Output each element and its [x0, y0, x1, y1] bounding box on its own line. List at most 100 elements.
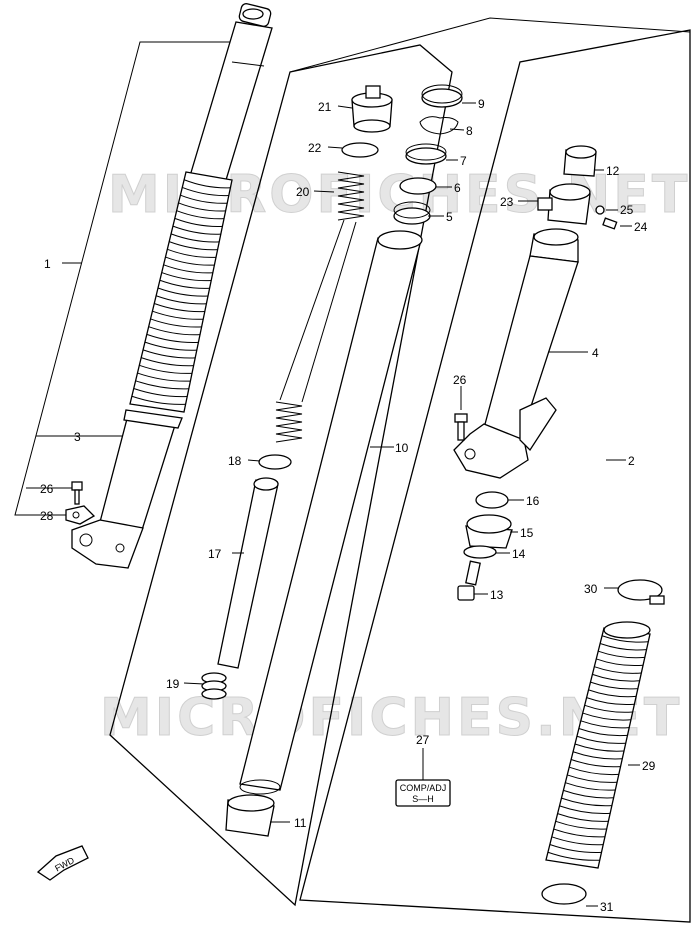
label-5: 5 [446, 210, 453, 224]
boot-rib [582, 712, 631, 721]
label-7: 7 [460, 154, 467, 168]
boot-rib [572, 751, 623, 760]
boot-rib [547, 851, 600, 861]
ring-6 [399, 177, 437, 195]
label-14: 14 [512, 547, 526, 561]
fwd-arrow-icon: FWD [36, 845, 89, 881]
label-16: 16 [526, 494, 540, 508]
boot-rib [133, 388, 188, 398]
label-17: 17 [208, 547, 222, 561]
seal-15 [465, 514, 513, 549]
label-25: 25 [620, 203, 634, 217]
leader-1 [14, 41, 230, 516]
o-ring-16 [475, 491, 509, 509]
drain-bolt-13 [457, 560, 481, 601]
boot-rib [176, 210, 225, 220]
boot-rib [142, 349, 196, 359]
boot-rib [172, 225, 221, 235]
part-labels: 1 3 26 28 21 22 20 18 17 19 11 10 9 8 7 … [40, 97, 656, 914]
bolt-26-left [71, 481, 83, 505]
o-ring-22 [341, 142, 379, 158]
boot-rib [148, 326, 201, 336]
boot-rib [144, 341, 197, 351]
label-26b: 26 [453, 373, 467, 387]
inner-assembly-box [109, 44, 453, 907]
boot-rib [599, 642, 647, 651]
bushing-11 [225, 794, 275, 837]
spring-lower [275, 401, 303, 443]
label-9: 9 [478, 97, 485, 111]
boot-rib [174, 217, 223, 227]
label-28: 28 [40, 509, 54, 523]
label-21: 21 [318, 100, 332, 114]
boot-rib [161, 272, 212, 282]
tag-27-line2: S—H [412, 794, 434, 804]
boot-rib [584, 704, 633, 713]
label-22: 22 [308, 141, 322, 155]
label-24: 24 [634, 220, 648, 234]
boot-rib [549, 844, 602, 854]
ring-18 [258, 454, 292, 470]
boot-rib [146, 333, 199, 343]
boot-rib [561, 797, 612, 807]
boot-rib [137, 372, 191, 382]
spring-rod-left [279, 219, 345, 401]
label-11: 11 [294, 816, 307, 830]
label-13: 13 [490, 588, 504, 602]
boot-rib [152, 310, 204, 320]
boot-rib [178, 202, 226, 212]
label-2: 2 [628, 454, 635, 468]
label-8: 8 [466, 124, 473, 138]
tag-27: COMP/ADJ S—H [395, 779, 451, 807]
boot-rib [559, 805, 611, 815]
ring-7 [405, 143, 447, 165]
boot-rib [594, 666, 642, 674]
boot-rib [590, 681, 638, 690]
clamp-23 [537, 183, 591, 225]
bolt-24 [602, 217, 618, 230]
boot-rib [588, 689, 637, 698]
boot-rib [567, 774, 618, 783]
leader-lines [183, 102, 640, 907]
boot-rib [601, 635, 649, 643]
frame-top-line [289, 17, 691, 73]
bolt-26-right [454, 413, 468, 441]
boot-rib [576, 735, 626, 744]
boot-rib [555, 820, 607, 830]
label-30: 30 [584, 582, 598, 596]
boot-rib [167, 248, 217, 258]
boot-rib [563, 789, 614, 799]
label-26a: 26 [40, 482, 54, 496]
label-27: 27 [416, 733, 430, 747]
boot-rib [182, 187, 229, 197]
label-20: 20 [296, 185, 310, 199]
ring-9 [421, 84, 463, 108]
boot-rib [551, 836, 604, 846]
label-1: 1 [44, 257, 51, 271]
boot-rib [180, 194, 228, 204]
label-3: 3 [74, 430, 81, 444]
boot-rib [150, 318, 202, 328]
clamp-30 [617, 579, 665, 605]
tag-27-line1: COMP/ADJ [400, 783, 447, 793]
boot-rib [183, 179, 231, 189]
label-29: 29 [642, 759, 656, 773]
cap-bolt-21 [351, 85, 393, 133]
boot-rib [141, 357, 194, 367]
boot-rib [155, 295, 207, 305]
bushing-12 [563, 145, 597, 177]
label-23: 23 [500, 195, 514, 209]
boot-rib [569, 766, 619, 776]
boot-rib [170, 233, 220, 243]
boot-rib [596, 658, 644, 667]
boot-rib [578, 728, 628, 737]
outer-assembly-box [299, 29, 691, 923]
boot-rib [154, 302, 205, 313]
fork-boot [129, 171, 233, 413]
label-10: 10 [395, 441, 409, 455]
boot-29 [545, 621, 651, 869]
outer-tube-4 [453, 228, 579, 479]
boot-rib [131, 395, 186, 405]
spring-rod-right [301, 221, 357, 403]
